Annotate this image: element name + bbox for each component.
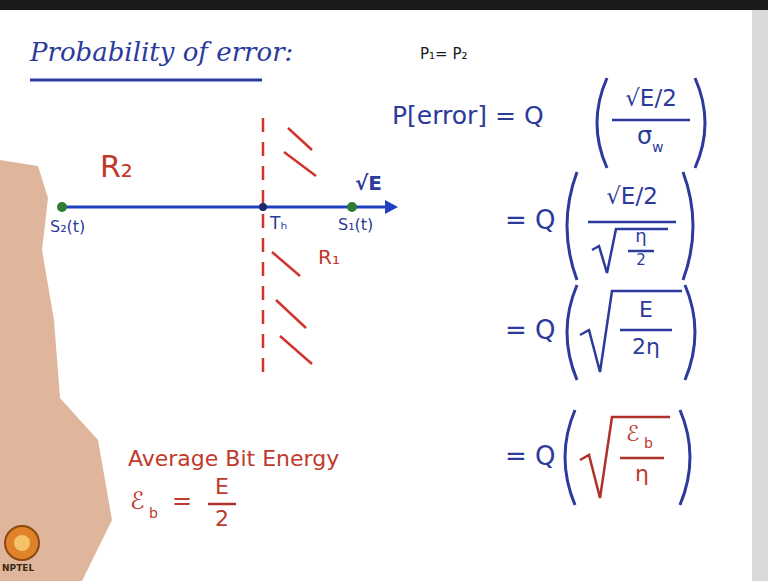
sqrt-sign: [580, 229, 682, 498]
note-text: Average Bit Energy: [128, 446, 339, 471]
equation-text: = Q: [505, 316, 556, 346]
logo-emblem: [14, 535, 30, 551]
equation-text: η: [635, 226, 646, 247]
logo-text: NPTEL: [2, 563, 34, 573]
equation-text: 2: [636, 252, 646, 269]
equation-text: ℰ: [130, 488, 145, 516]
title-underline: [30, 79, 262, 82]
fraction-bar: [588, 120, 690, 330]
amplitude-label: √E: [355, 172, 382, 195]
equation-text: 2: [215, 506, 229, 531]
hand: [0, 160, 112, 581]
region-label: R₁: [318, 246, 340, 269]
equation-text: √E/2: [625, 85, 677, 111]
equation-text: E: [215, 474, 229, 499]
equation-text: E: [639, 297, 653, 322]
logo-emblem: [5, 526, 39, 560]
equation-text: η: [635, 461, 649, 486]
paper: [0, 10, 752, 581]
equation-text: √E/2: [606, 183, 658, 209]
condition-note: P₁= P₂: [420, 46, 467, 63]
threshold-line: [262, 118, 265, 372]
signal-point: [347, 202, 357, 212]
region-label: R₂: [100, 150, 133, 185]
equation-text: = Q: [505, 206, 556, 236]
slide-title: Probability of error:: [30, 38, 293, 68]
equation-text: = Q: [505, 442, 556, 472]
threshold-point: [259, 203, 267, 211]
subscript-text: b: [644, 435, 653, 451]
parentheses: [565, 78, 705, 505]
equation-text: =: [172, 488, 192, 516]
equation-text: ℰ: [626, 421, 639, 446]
axis-arrowhead: [385, 200, 398, 214]
equation-text: σ: [637, 123, 652, 151]
top-band: [0, 0, 768, 10]
equation-text: P[error] = Q: [392, 102, 544, 131]
threshold-label: Tₕ: [270, 214, 287, 234]
signal-label: S₂(t): [50, 218, 85, 236]
region-hatch: [272, 128, 316, 364]
equation-text: 2η: [632, 334, 660, 359]
subscript-text: b: [149, 505, 158, 521]
signal-point: [57, 202, 67, 212]
signal-label: S₁(t): [338, 216, 373, 234]
subscript-text: w: [652, 139, 663, 155]
signal-axis: [62, 206, 388, 209]
